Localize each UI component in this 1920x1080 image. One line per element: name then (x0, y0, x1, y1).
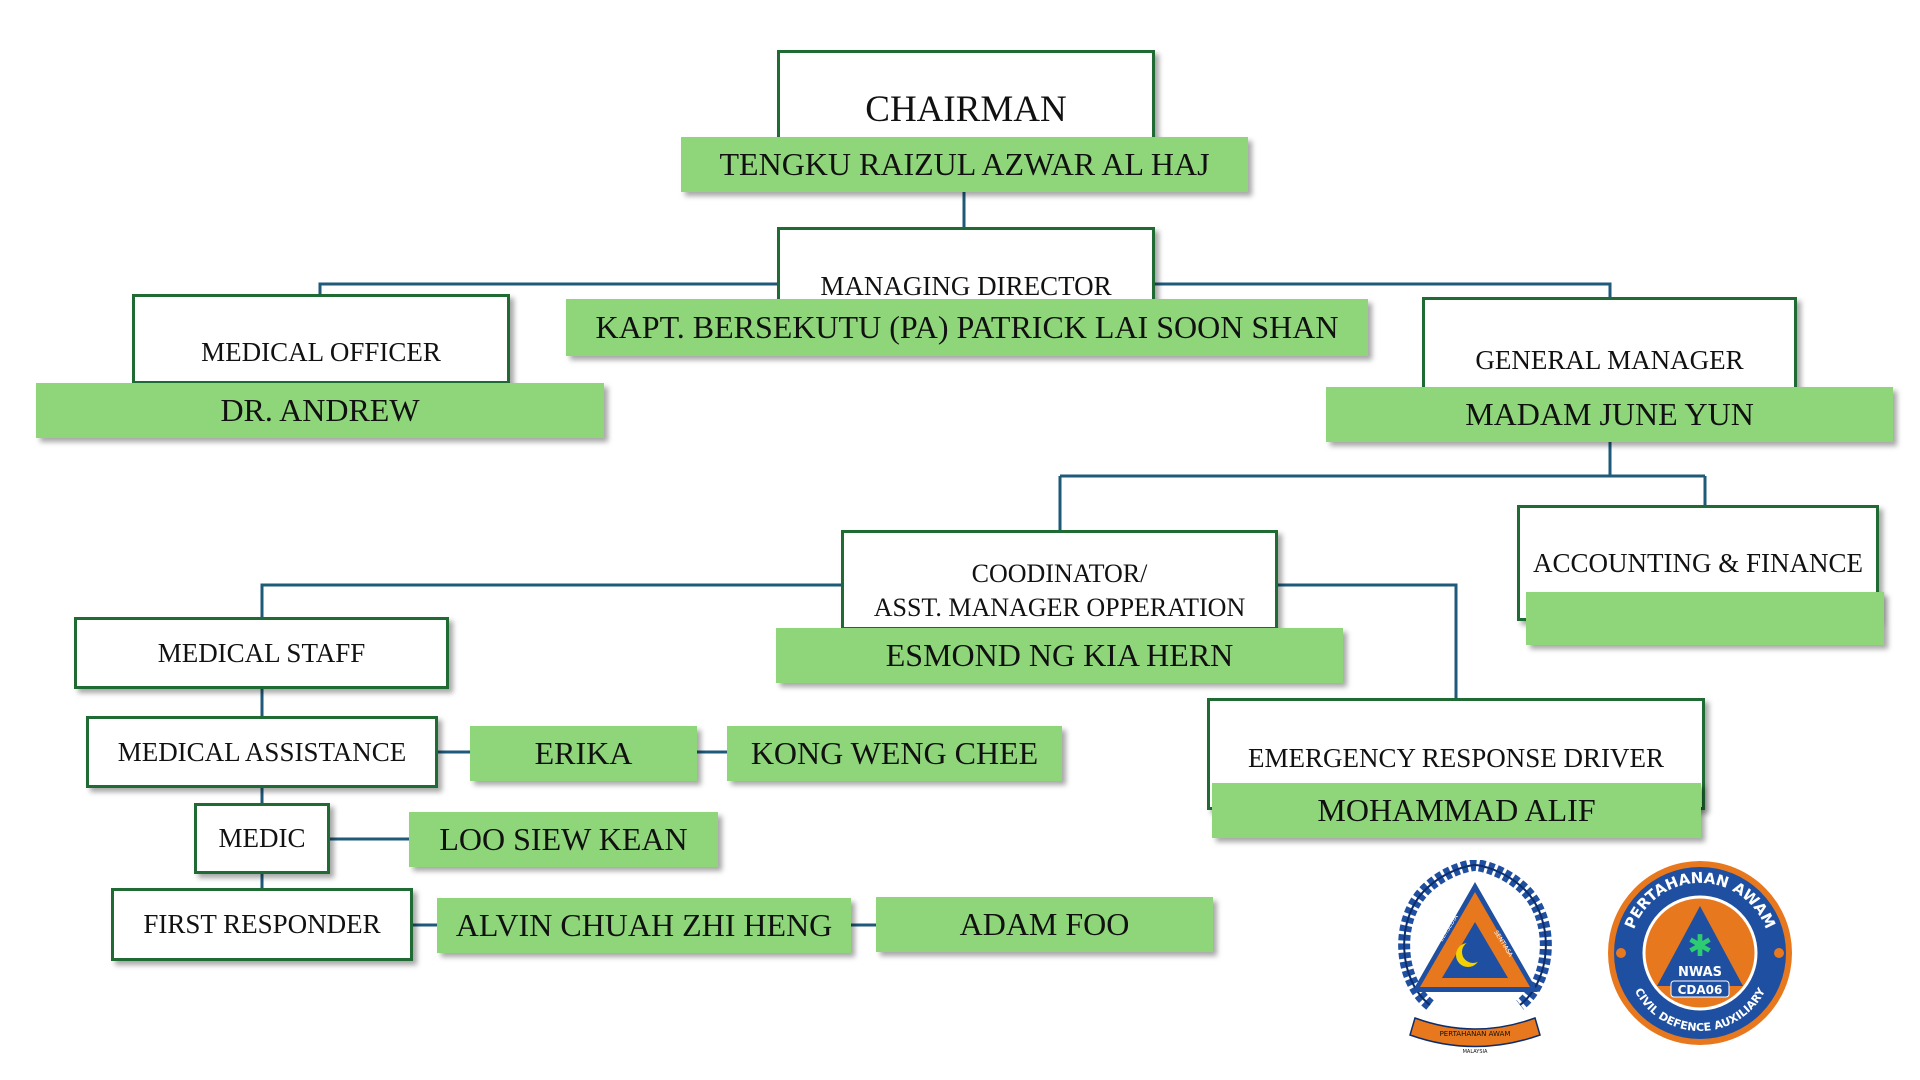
medical-officer-box: MEDICAL OFFICER (132, 294, 510, 384)
medic-box: MEDIC (194, 803, 330, 874)
chairman-box: CHAIRMAN (777, 50, 1155, 145)
managing-director-box: MANAGING DIRECTOR (777, 227, 1155, 307)
managing-director-name: KAPT. BERSEKUTU (PA) PATRICK LAI SOON SH… (566, 299, 1368, 356)
chairman-role: CHAIRMAN (865, 89, 1067, 130)
badge-star-of-life-icon: ✱ (1687, 929, 1712, 964)
general-manager-name: MADAM JUNE YUN (1326, 387, 1893, 442)
first-responder-name-2: ADAM FOO (876, 897, 1213, 952)
first-responder-name-1: ALVIN CHUAH ZHI HENG (437, 898, 851, 953)
emergency-driver-name: MOHAMMAD ALIF (1212, 783, 1701, 838)
emergency-driver-role: EMERGENCY RESPONSE DRIVER (1247, 743, 1665, 773)
medic-name-1: LOO SIEW KEAN (409, 812, 718, 867)
general-manager-box: GENERAL MANAGER (1422, 297, 1797, 397)
managing-director-role: MANAGING DIRECTOR (820, 271, 1112, 301)
civil-defence-auxiliary-badge: ✱ NWAS CDA06 PERTAHANAN AWAM CIVIL DEFEN… (1608, 861, 1792, 1045)
connector-md-mo (318, 282, 777, 294)
coordinator-box: COODINATOR/ ASST. MANAGER OPPERATION (841, 530, 1278, 630)
first-responder-box: FIRST RESPONDER (111, 888, 413, 961)
badge-center-label: CDA06 (1678, 983, 1723, 997)
accounting-name (1526, 592, 1884, 645)
coordinator-role-line1: COODINATOR/ (971, 559, 1148, 588)
medical-staff-box: MEDICAL STAFF (74, 617, 449, 689)
medical-assistance-name-1: ERIKA (470, 726, 697, 781)
emblem-ribbon-text: PERTAHANAN AWAM (1440, 1030, 1511, 1038)
badge-center-top: NWAS (1678, 965, 1722, 980)
connector-md-gm (1155, 282, 1612, 297)
general-manager-role: GENERAL MANAGER (1475, 345, 1744, 375)
medical-assistance-name-2: KONG WENG CHEE (727, 726, 1062, 781)
connector-coord-staff (260, 583, 841, 617)
accounting-role: ACCOUNTING & FINANCE (1533, 548, 1863, 578)
medical-assistance-role: MEDICAL ASSISTANCE (117, 736, 407, 767)
medical-assistance-box: MEDICAL ASSISTANCE (86, 716, 438, 788)
chairman-name: TENGKU RAIZUL AZWAR AL HAJ (681, 137, 1248, 192)
coordinator-name: ESMOND NG KIA HERN (776, 628, 1343, 683)
medical-officer-role: MEDICAL OFFICER (201, 337, 441, 367)
coordinator-role-line2: ASST. MANAGER OPPERATION (873, 593, 1246, 622)
medical-staff-role: MEDICAL STAFF (157, 637, 366, 668)
medical-officer-name: DR. ANDREW (36, 383, 604, 438)
connector-coord-erd (1278, 583, 1458, 698)
first-responder-role: FIRST RESPONDER (143, 909, 381, 939)
medic-role: MEDIC (218, 823, 306, 853)
emblem-bottom-text: MALAYSIA (1463, 1049, 1488, 1055)
pertahanan-awam-emblem: BERSEDIA SENTIASA PERTAHANAN AWAM MALAYS… (1398, 860, 1552, 1055)
